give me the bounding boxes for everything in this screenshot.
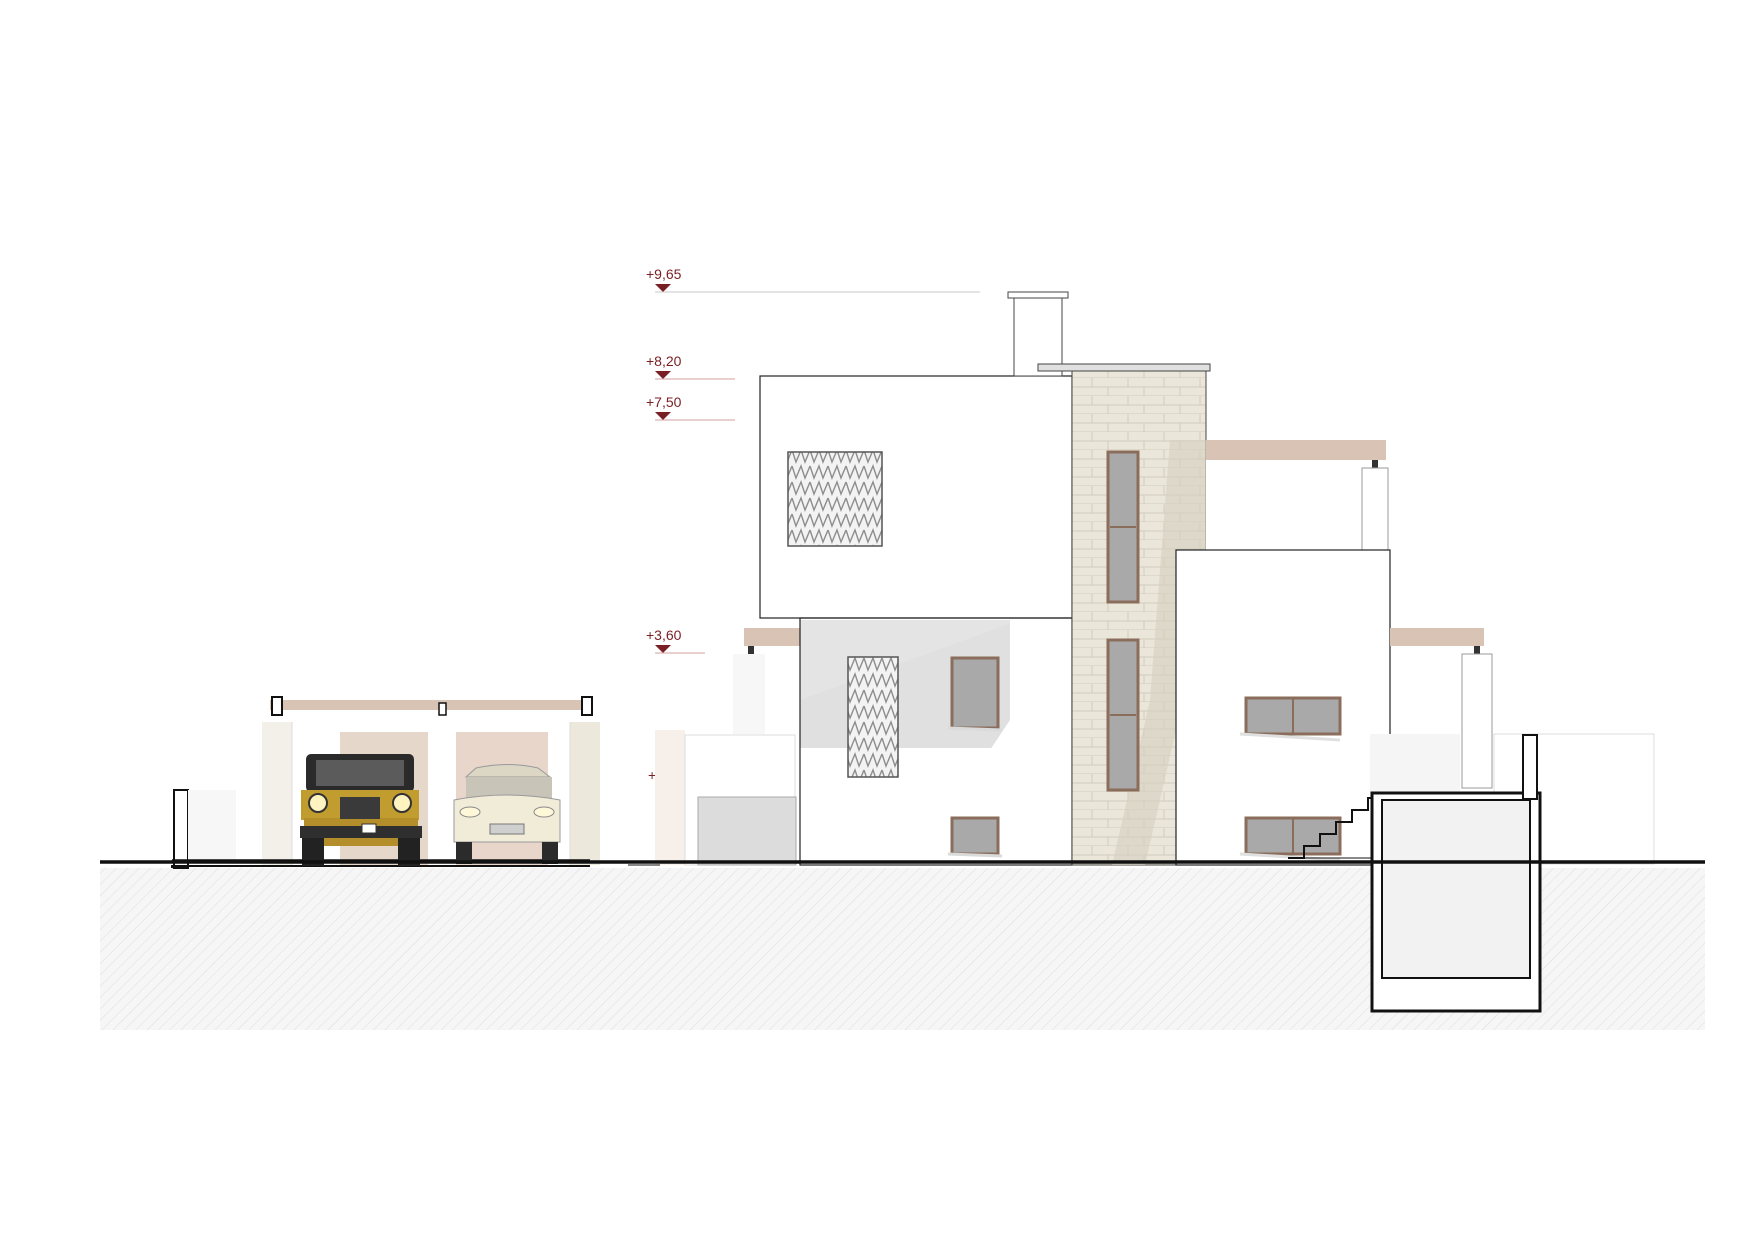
level-marker-965: +9,65	[646, 266, 980, 293]
upper-pergola	[1206, 440, 1389, 551]
level-label: +9,65	[646, 266, 682, 282]
level-marker-360: +3,60	[646, 627, 705, 654]
level-marker-820: +8,20	[646, 353, 735, 380]
house-right-block	[1175, 549, 1391, 866]
level-label: +3,60	[646, 627, 682, 643]
left-pergola	[733, 628, 804, 734]
vehicle-jeep	[300, 754, 422, 866]
level-marker-750: +7,50	[646, 394, 735, 421]
house-main	[759, 375, 1073, 866]
vehicle-sedan	[453, 764, 561, 864]
chimney	[1007, 291, 1069, 377]
pool-section	[1370, 734, 1542, 1013]
boundary-gate	[628, 730, 797, 866]
level-label: +7,50	[646, 394, 682, 410]
level-label: +8,20	[646, 353, 682, 369]
